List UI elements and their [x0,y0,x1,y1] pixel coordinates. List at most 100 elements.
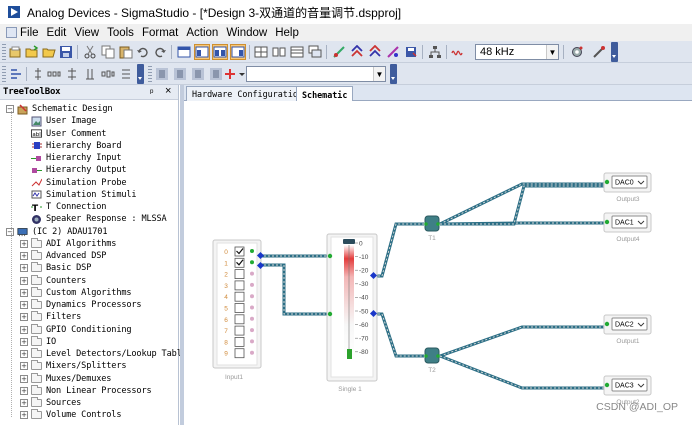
menu-help[interactable]: Help [271,24,303,41]
input-port[interactable] [327,311,333,317]
dac-select[interactable] [611,317,648,331]
toolbar-grip[interactable] [2,44,6,60]
sample-rate-select[interactable]: 48 kHz ▼ [475,44,559,60]
font-select[interactable]: ▼ [246,66,386,82]
channel-checkbox[interactable] [234,303,245,313]
tree-item-user-image[interactable]: User Image [20,115,96,127]
input-port[interactable] [604,321,610,327]
slider-knob[interactable] [343,239,355,244]
tree-item-non-linear-processors[interactable]: +Non Linear Processors [20,384,152,397]
expand-icon[interactable]: + [20,313,28,322]
columns-icon[interactable] [271,44,287,60]
expand-icon[interactable]: + [20,411,28,420]
menu-window[interactable]: Window [222,24,271,41]
channel-checkbox[interactable] [234,314,245,325]
italic-icon[interactable] [172,66,188,82]
tree-item-mixers-splitters[interactable]: +Mixers/Splitters [20,360,127,372]
tree-item-dynamics-processors[interactable]: +Dynamics Processors [20,299,142,311]
tree-item-gpio-conditioning[interactable]: +GPIO Conditioning [20,323,132,336]
expand-icon[interactable]: + [20,264,28,273]
tree-item-basic-dsp[interactable]: +Basic DSP [20,262,91,274]
font-color-icon[interactable] [208,66,224,82]
channel-checkbox[interactable] [234,336,245,347]
toolbar-grip[interactable] [2,66,6,82]
toolbar-grip[interactable] [148,66,152,82]
output-port[interactable] [256,261,265,270]
help-icon[interactable] [591,44,607,60]
align-middle-icon[interactable] [64,66,80,82]
expand-icon[interactable]: + [20,301,28,309]
expand-icon[interactable]: + [20,276,28,285]
open-folder-icon[interactable] [41,44,57,60]
output-port[interactable] [256,251,265,260]
input-port[interactable] [604,382,610,388]
wire[interactable] [439,325,605,358]
input-port[interactable] [604,179,610,185]
channel-checkbox[interactable] [234,280,245,291]
tree-item-hierarchy-board[interactable]: Hierarchy Board [20,140,122,152]
redo-icon[interactable] [152,44,168,60]
tree-item-speaker-response-mlssa[interactable]: Speaker Response : MLSSA [20,213,167,225]
align-bottom-icon[interactable] [82,66,98,82]
new-project-icon[interactable] [8,44,24,60]
tree-item-ic-2-adau1701[interactable]: −(IC 2) ADAU1701 [6,226,108,238]
expand-icon[interactable]: + [20,239,28,248]
channel-checkbox[interactable] [234,325,245,336]
menu-edit[interactable]: Edit [43,24,71,41]
paste-icon[interactable] [118,44,134,60]
expand-icon[interactable]: + [20,252,28,260]
table-icon[interactable] [289,44,305,60]
add-color-icon[interactable] [224,66,246,82]
output-port[interactable] [369,271,378,280]
schematic-drawing[interactable]: 0123456789Input10-10-20-30-40-50-60-70-8… [184,101,692,425]
expand-icon[interactable]: + [20,325,28,334]
tree-item-io[interactable]: +IO [20,335,56,348]
dac-select[interactable] [611,215,648,229]
layout-split-icon[interactable] [212,44,228,60]
tree-item-simulation-stimuli[interactable]: Simulation Stimuli [20,189,137,201]
tree-item-hierarchy-output[interactable]: Hierarchy Output [20,164,127,176]
collapse-icon[interactable]: − [6,105,14,113]
expand-icon[interactable]: + [20,350,28,358]
panel-splitter[interactable] [180,85,184,425]
wire[interactable] [260,263,327,316]
save-icon[interactable] [58,44,74,60]
tab-schematic[interactable]: Schematic [296,86,354,102]
link-download-icon[interactable] [367,44,383,60]
settings-gear-icon[interactable] [569,44,585,60]
channel-checkbox[interactable] [234,291,245,302]
toolbar-overflow-button[interactable] [137,64,144,84]
expand-icon[interactable]: + [20,362,28,371]
toolbar-overflow-button[interactable] [611,42,618,62]
underline-icon[interactable] [190,66,206,82]
collapse-icon[interactable]: − [6,227,14,236]
grid-icon[interactable] [253,44,269,60]
undo-icon[interactable] [135,44,151,60]
expand-icon[interactable]: + [20,386,28,395]
cut-icon[interactable] [82,44,98,60]
dac-select[interactable] [611,378,648,392]
download-icon[interactable] [403,44,419,60]
align-icon[interactable] [8,66,24,82]
open-icon[interactable] [24,44,40,60]
tab-hardware-configuration[interactable]: Hardware Configuration [186,86,309,101]
distribute-icon[interactable] [46,66,62,82]
expand-icon[interactable]: + [20,399,28,407]
tree-item-volume-controls[interactable]: +Volume Controls [20,409,122,421]
tree-item-muxes-demuxes[interactable]: +Muxes/Demuxes [20,372,111,385]
tree-item-filters[interactable]: +Filters [20,311,81,323]
channel-checkbox[interactable] [234,348,245,359]
layers-icon[interactable] [307,44,323,60]
link-compile-icon[interactable] [349,44,365,60]
network-icon[interactable] [427,44,443,60]
window-icon[interactable] [176,44,192,60]
menu-tools[interactable]: Tools [103,24,138,41]
channel-checkbox[interactable] [234,246,245,257]
menu-view[interactable]: View [70,24,103,41]
tree-item-hierarchy-input[interactable]: Hierarchy Input [20,152,122,164]
channel-checkbox[interactable] [234,257,245,268]
pin-icon[interactable]: ᵖ [150,87,154,97]
copy-icon[interactable] [100,44,116,60]
